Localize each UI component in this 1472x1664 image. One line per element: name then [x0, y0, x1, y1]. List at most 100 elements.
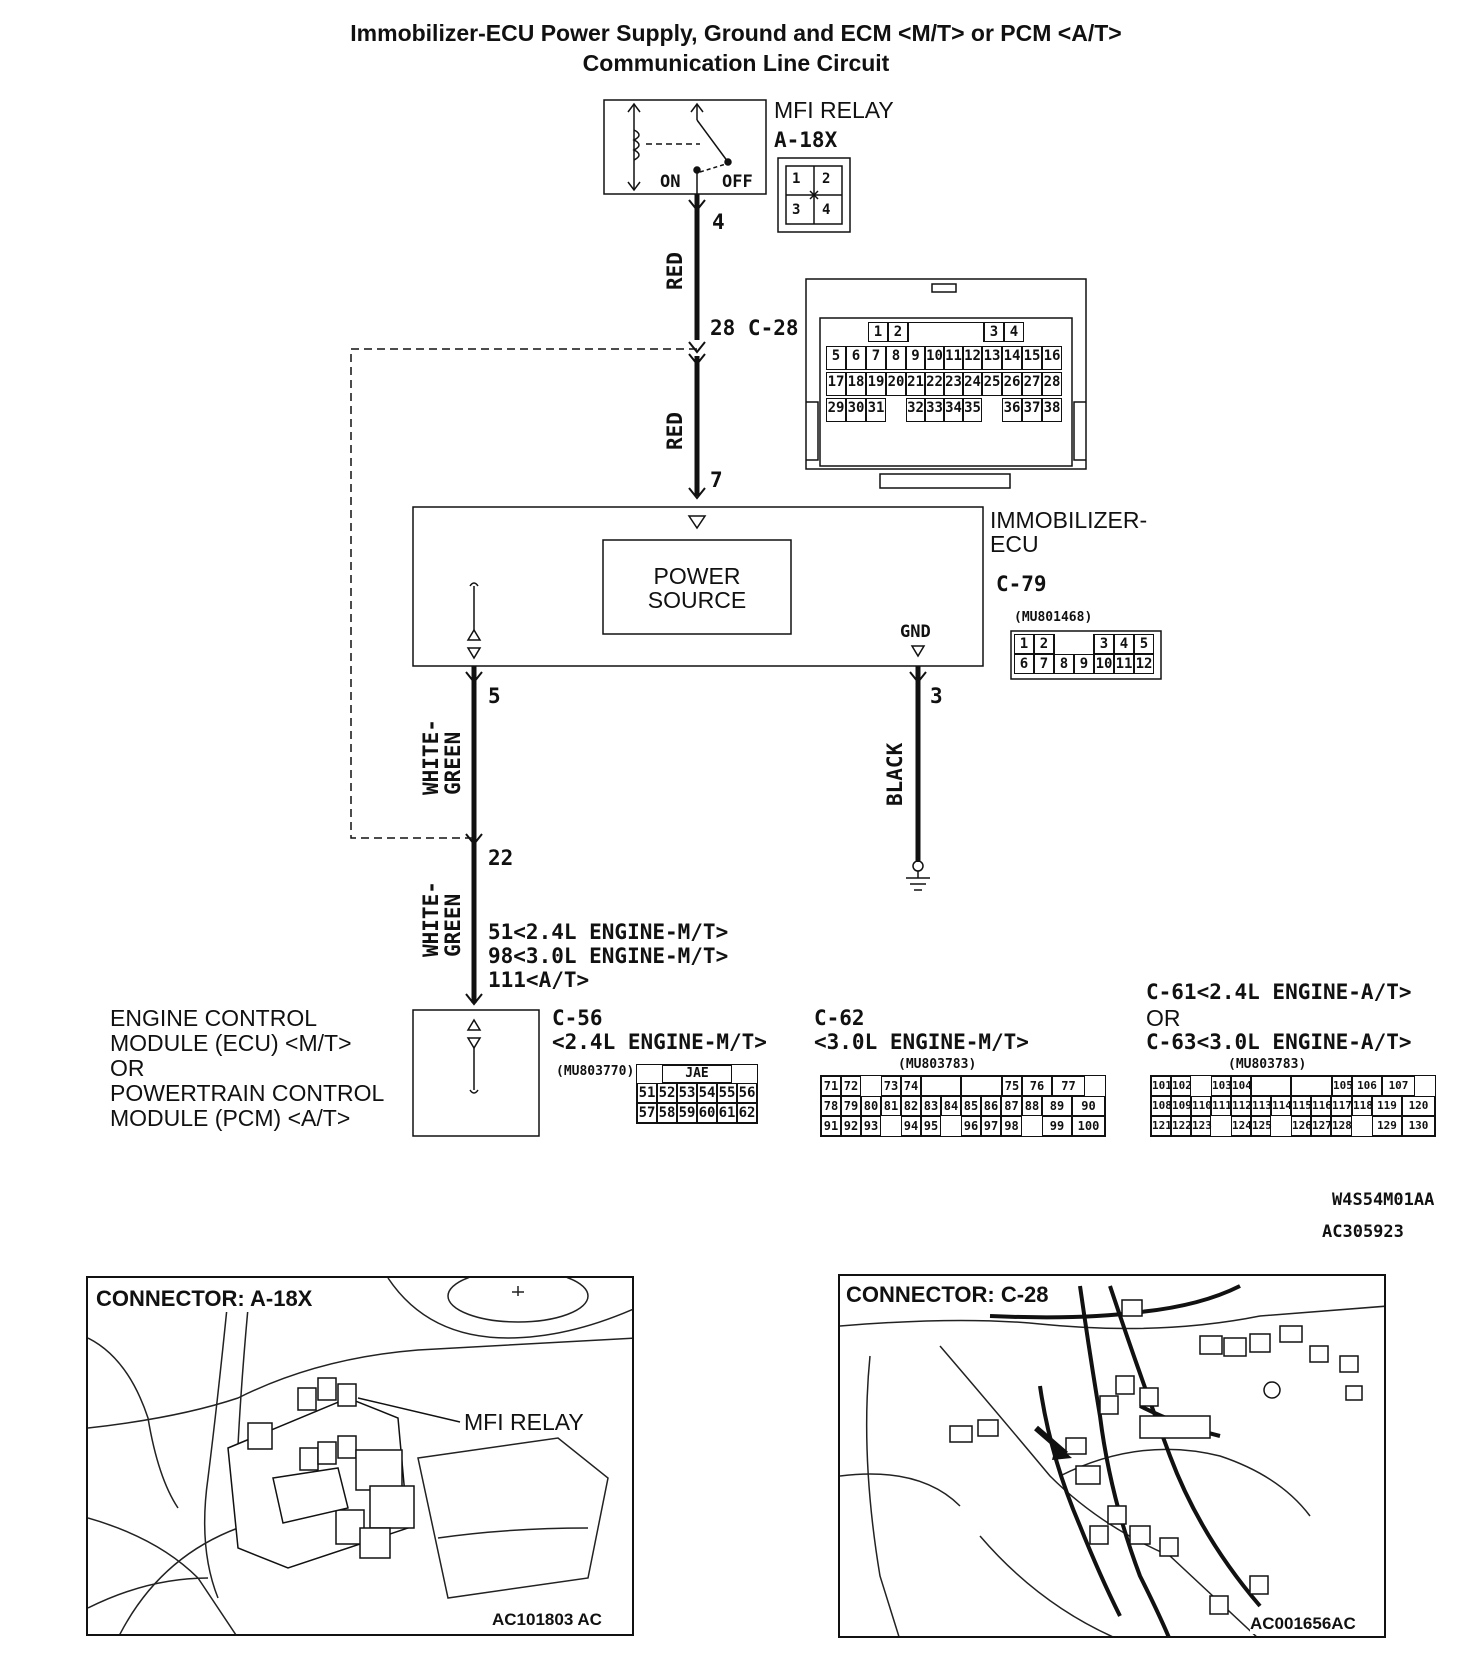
c61-pin: 101 [1151, 1076, 1172, 1096]
c62-pin: 87 [1001, 1096, 1022, 1116]
c62-pin: 90 [1072, 1096, 1105, 1116]
c61-pin: 113 [1251, 1096, 1272, 1116]
ecm-pin-line2: 98<3.0L ENGINE-M/T> [488, 944, 729, 968]
c79-pin: 12 [1134, 654, 1154, 674]
c79-pin-blank [1054, 634, 1094, 654]
c28-pin: 36 [1002, 398, 1022, 422]
photo-left-callout: MFI RELAY [464, 1409, 584, 1435]
wire-color-red-lower: RED [663, 412, 687, 450]
c28-pin: 30 [846, 398, 866, 422]
junction-22-pin: 22 [488, 846, 514, 870]
c56-pin: 57 [637, 1103, 657, 1123]
c79-pin: 10 [1094, 654, 1114, 674]
diagram-title-line2: Communication Line Circuit [582, 50, 890, 76]
c28-pin: 37 [1022, 398, 1042, 422]
c61-pin: 117 [1331, 1096, 1352, 1116]
c28-pin: 16 [1042, 346, 1062, 370]
c79-pin-grid: 1 2 3 4 5 6 7 8 9 10 11 12 [1014, 634, 1154, 674]
ecm-name-line3: OR [110, 1055, 145, 1081]
c28-pin: 33 [925, 398, 944, 422]
c79-pin: 2 [1034, 634, 1054, 654]
c61-pin: 111 [1211, 1096, 1232, 1116]
c28-pin: 27 [1022, 372, 1042, 396]
c62-part-number: (MU803783) [898, 1057, 977, 1072]
a18x-pin-4: 4 [822, 202, 831, 218]
a18x-pin-1: 1 [792, 171, 801, 187]
c56-pin-grid: JAE 51 52 53 54 55 56 57 58 59 60 61 62 [636, 1064, 758, 1124]
ecm-pin-line3: 111<A/T> [488, 968, 590, 992]
c28-pin: 35 [963, 398, 982, 422]
relay-connector-id: A-18X [774, 128, 838, 152]
c28-pin: 34 [944, 398, 963, 422]
c61-pin: 129 [1372, 1116, 1402, 1136]
c28-pin: 10 [925, 346, 944, 370]
engine-bay-illustration [88, 1278, 632, 1634]
ecu-gnd-arrow [910, 645, 926, 658]
c56-connector-id: C-56 [552, 1006, 603, 1030]
ecm-name-line5: MODULE (PCM) <A/T> [110, 1105, 351, 1131]
c61-pin: 127 [1311, 1116, 1332, 1136]
c79-pin: 1 [1014, 634, 1034, 654]
c62-pin: 100 [1072, 1116, 1105, 1136]
shield-dashed-line [350, 348, 697, 839]
c62-pin: 81 [881, 1096, 901, 1116]
relay-coil [627, 102, 700, 192]
c61-pin: 112 [1231, 1096, 1252, 1116]
c28-pin: 9 [906, 346, 925, 370]
c62-pin-blank [1022, 1116, 1042, 1136]
photo-left-title: CONNECTOR: A-18X [96, 1286, 313, 1312]
c28-pin-blank [908, 322, 984, 342]
c62-pin-blank [941, 1116, 961, 1136]
gnd-label: GND [900, 622, 931, 642]
photo-right-title: CONNECTOR: C-28 [846, 1282, 1049, 1308]
c62-variant: <3.0L ENGINE-M/T> [814, 1030, 1029, 1054]
c62-pin: 78 [821, 1096, 841, 1116]
c28-pin: 26 [1002, 372, 1022, 396]
c79-connector-outline [1010, 630, 1162, 680]
c62-pin: 91 [821, 1116, 841, 1136]
c28-pin: 31 [866, 398, 886, 422]
c62-pin: 71 [821, 1076, 841, 1096]
c28-pin: 21 [906, 372, 925, 396]
c28-pin-to-ecu: 7 [710, 468, 723, 492]
c79-pin: 9 [1074, 654, 1094, 674]
wire-color-red-upper: RED [663, 252, 687, 290]
c63-connector-id: C-63<3.0L ENGINE-A/T> [1146, 1030, 1412, 1054]
c61-pin-grid: 101 102 103 104 105 106 107 108 109 110 … [1150, 1075, 1436, 1137]
c56-part-number: (MU803770) [556, 1064, 635, 1079]
c61-pin: 107 [1382, 1076, 1415, 1096]
wire-color-white-green-lower: WHITE- GREEN [419, 881, 465, 957]
c62-pin-blank [961, 1076, 1002, 1096]
c62-pin: 88 [1022, 1096, 1042, 1116]
c28-pin: 22 [925, 372, 944, 396]
connector-a18x-photo: CONNECTOR: A-18X MFI RELAY AC101803 AC [86, 1276, 634, 1636]
c61-pin-blank [1251, 1076, 1291, 1096]
ecu-comm-arrows [466, 582, 482, 660]
c62-pin: 96 [961, 1116, 981, 1136]
a18x-pin-3: 3 [792, 202, 801, 218]
c62-pin: 79 [841, 1096, 861, 1116]
c62-pin: 93 [861, 1116, 881, 1136]
power-source-line2: SOURCE [647, 587, 747, 613]
c62-pin: 82 [901, 1096, 921, 1116]
c61-pin: 110 [1191, 1096, 1212, 1116]
c28-pin: 32 [906, 398, 925, 422]
c79-part-number: (MU801468) [1014, 610, 1093, 625]
relay-switch [690, 102, 732, 194]
white-green-wire-upper [465, 666, 483, 846]
c56-pin: 54 [697, 1083, 717, 1103]
c28-pin: 17 [826, 372, 846, 396]
a18x-connector-icon [777, 157, 851, 233]
ground-icon [906, 860, 930, 891]
wire-color-white-green-upper: WHITE- GREEN [419, 719, 465, 795]
c28-pin: 8 [886, 346, 906, 370]
c28-pin: 28 [1042, 372, 1062, 396]
immobilizer-ecu-name-line1: IMMOBILIZER- [990, 507, 1148, 533]
c28-pin: 5 [826, 346, 846, 370]
white-green-wire-lower [465, 842, 483, 1006]
c61-pin: 128 [1331, 1116, 1352, 1136]
c62-pin: 75 [1002, 1076, 1022, 1096]
c56-pin: 62 [737, 1103, 757, 1123]
c62-pin: 86 [981, 1096, 1001, 1116]
c62-pin-blank [921, 1076, 961, 1096]
